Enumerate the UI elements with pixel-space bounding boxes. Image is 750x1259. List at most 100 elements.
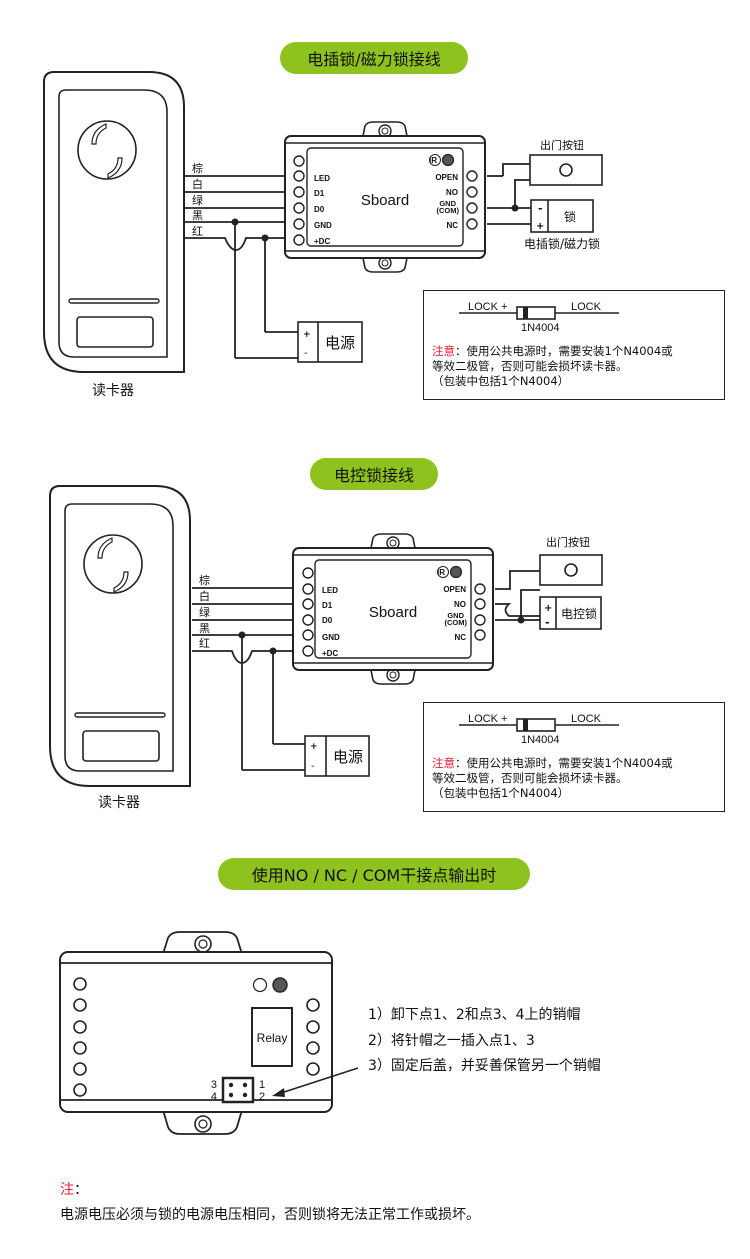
note-prefix-1: 注意 <box>432 344 455 358</box>
note-text-1: ：使用公共电源时，需要安装1个N4004或 <box>455 344 673 358</box>
jumper-block <box>221 1076 255 1104</box>
power-plus-1: + <box>303 330 311 340</box>
lock-minus-2: - <box>545 616 550 629</box>
lock-plus-1: + <box>536 221 544 232</box>
note-text-2: ：使用公共电源时，需要安装1个N4004或 <box>455 756 673 770</box>
pin-label-gnd-2: GND <box>322 633 340 642</box>
diode-symbol-1: LOCK + LOCK 1N4004 <box>459 301 619 334</box>
pin-label-nc-1: NC <box>446 221 458 230</box>
diode-part-2: 1N4004 <box>521 734 560 746</box>
ir-label-2: IR <box>437 568 445 577</box>
board-name-2: Sboard <box>369 604 417 621</box>
lock-minus-1: - <box>538 202 543 215</box>
step-2: 2）将针帽之一插入点1、3 <box>368 1033 535 1049</box>
wire-color-white-1: 白 <box>192 177 203 191</box>
lock-plus-2: + <box>544 603 552 614</box>
reader-label-1: 读卡器 <box>92 382 134 399</box>
diode-note-2: LOCK + LOCK 1N4004 注意：使用公共电源时，需要安装1个N400… <box>423 702 725 812</box>
footer-note-prefix: 注 <box>60 1182 74 1198</box>
step-3: 3）固定后盖，并妥善保管另一个销帽 <box>368 1058 601 1074</box>
exit-button-box-1 <box>529 154 603 186</box>
card-reader-2 <box>49 485 191 787</box>
diode-note-1: LOCK + LOCK 1N4004 注意：使用公共电源时，需要安装1个N400… <box>423 290 725 400</box>
diode-left-label-2: LOCK + <box>468 713 507 725</box>
note-line3-1: （包装中包括1个N4004） <box>432 374 570 388</box>
step-1: 1）卸下点1、2和点3、4上的销帽 <box>368 1007 581 1023</box>
exit-button-icon-1 <box>559 163 573 177</box>
pin-label-d0-2: D0 <box>322 616 333 625</box>
exit-button-label-1: 出门按钮 <box>540 138 584 152</box>
diode-symbol-2: LOCK + LOCK 1N4004 <box>459 713 619 746</box>
power-minus-1: - <box>304 348 308 359</box>
power-label-1: 电源 <box>325 334 355 352</box>
section-title-maglock: 电插锁/磁力锁接线 <box>280 42 468 74</box>
power-label-2: 电源 <box>333 748 363 766</box>
wire-color-brown-1: 棕 <box>192 161 203 175</box>
power-box-1 <box>297 321 363 363</box>
note-prefix-2: 注意 <box>432 756 455 770</box>
exit-button-box-2 <box>539 554 603 586</box>
exit-button-label-2: 出门按钮 <box>546 535 590 549</box>
note-line3-2: （包装中包括1个N4004） <box>432 786 570 800</box>
pin-label-led-2: LED <box>322 586 338 595</box>
card-reader-1 <box>43 71 185 373</box>
section-title-electric-lock: 电控锁接线 <box>310 458 438 490</box>
lock-label-2: 电控锁 <box>561 606 597 621</box>
jumper-label-4: 4 <box>211 1091 217 1103</box>
board-pins-1 <box>293 155 478 246</box>
wire-color-red-2: 红 <box>199 637 210 650</box>
note-line2-1: 等效二极管，否则可能会损坏读卡器。 <box>432 359 628 373</box>
pin-label-gnd-1: GND <box>314 221 332 230</box>
section-title-dry-contact: 使用NO / NC / COM干接点输出时 <box>218 858 530 890</box>
pin-label-gnd-top-1: GND <box>439 199 456 208</box>
relay-board-pins <box>73 977 320 1097</box>
note-line1-2: 注意：使用公共电源时，需要安装1个N4004或 <box>432 756 673 771</box>
lock-box-1 <box>530 199 594 233</box>
power-minus-2: - <box>311 761 315 772</box>
pin-label-open-2: OPEN <box>443 585 466 594</box>
pin-label-no-1: NO <box>446 188 458 197</box>
pin-label-open-1: OPEN <box>435 173 458 182</box>
pin-label-led-1: LED <box>314 174 330 183</box>
pin-label-d1-2: D1 <box>322 601 333 610</box>
wire-color-green-1: 绿 <box>192 193 203 207</box>
wire-color-red-1: 红 <box>192 225 203 238</box>
pin-label-dc-2: +DC <box>322 649 338 658</box>
power-plus-2: + <box>310 742 318 752</box>
wire-color-white-2: 白 <box>199 589 210 603</box>
note-line2-2: 等效二极管，否则可能会损坏读卡器。 <box>432 771 628 785</box>
pin-label-gnd-top-2: GND <box>447 611 464 620</box>
jumper-label-3: 3 <box>211 1079 217 1091</box>
lock-caption-1: 电插锁/磁力锁 <box>524 236 600 251</box>
power-box-2 <box>304 735 370 777</box>
pin-label-d1-1: D1 <box>314 189 325 198</box>
footer-note-label: 注： <box>60 1180 88 1200</box>
pin-label-no-2: NO <box>454 600 466 609</box>
pin-label-dc-1: +DC <box>314 237 330 246</box>
pointer-arrow <box>272 1067 359 1097</box>
diode-right-label-1: LOCK <box>571 301 602 313</box>
pin-label-d0-1: D0 <box>314 205 325 214</box>
diode-left-label-1: LOCK + <box>468 301 507 313</box>
board-pins-2 <box>302 567 486 657</box>
lock-label-1: 锁 <box>564 209 576 224</box>
note-line1-1: 注意：使用公共电源时，需要安装1个N4004或 <box>432 344 673 359</box>
diode-part-1: 1N4004 <box>521 322 560 334</box>
reader-label-2: 读卡器 <box>98 794 140 811</box>
relay-label: Relay <box>257 1031 288 1045</box>
footer-note-colon: ： <box>74 1182 88 1198</box>
exit-button-icon-2 <box>564 563 578 577</box>
board-name-1: Sboard <box>361 192 409 209</box>
wire-color-brown-2: 棕 <box>199 573 210 587</box>
wire-color-black-2: 黑 <box>199 622 210 635</box>
diode-right-label-2: LOCK <box>571 713 602 725</box>
pin-label-com-1: (COM) <box>437 206 460 215</box>
wire-color-black-1: 黑 <box>192 209 203 222</box>
relay-board <box>59 931 333 1135</box>
pin-label-com-2: (COM) <box>445 618 468 627</box>
footer-note-text: 电源电压必须与锁的电源电压相同，否则锁将无法正常工作或损坏。 <box>60 1207 480 1223</box>
lock-box-2 <box>539 596 602 630</box>
wire-color-green-2: 绿 <box>199 605 210 619</box>
jumper-label-2: 2 <box>259 1091 265 1103</box>
